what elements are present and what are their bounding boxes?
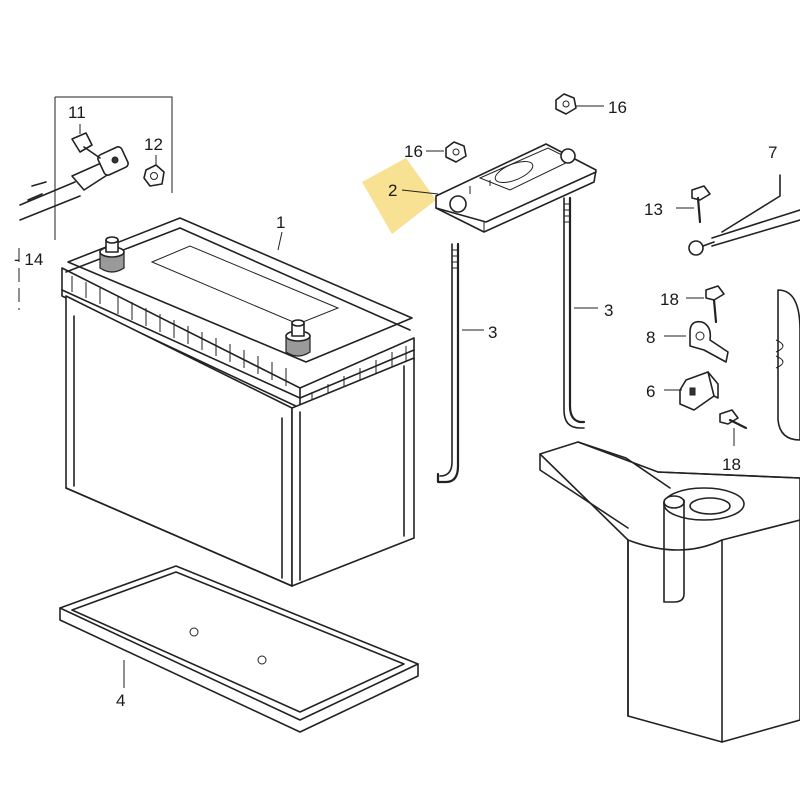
battery-tray <box>59 565 419 733</box>
label-7: 7 <box>768 143 777 162</box>
label-13: 13 <box>644 200 663 219</box>
rod-left <box>436 242 460 484</box>
bolt-11 <box>71 132 101 159</box>
cable-group <box>18 96 173 310</box>
label-3-right: 3 <box>604 301 613 320</box>
nut-12 <box>143 164 165 187</box>
nut-16-top <box>555 93 577 115</box>
label-16-top: 16 <box>608 98 627 117</box>
label-11: 11 <box>68 103 86 122</box>
label-3-left: 3 <box>488 323 497 342</box>
label-4: 4 <box>116 691 125 710</box>
bracket-6 <box>679 371 719 411</box>
label-8: 8 <box>646 328 655 347</box>
bolt-18-lower <box>719 409 748 430</box>
label-18-upper: 18 <box>660 290 679 309</box>
label-14: - 14 <box>14 250 43 269</box>
label-16-plate: 16 <box>404 142 423 161</box>
rod-right <box>563 196 586 429</box>
bolt-18-upper <box>705 285 725 324</box>
battery <box>61 217 415 587</box>
label-18-lower: 18 <box>722 455 741 474</box>
nut-16-plate <box>445 141 467 163</box>
bolt-13 <box>691 185 711 224</box>
highlight-marker <box>362 158 436 234</box>
hold-down-plate <box>435 143 597 233</box>
label-1: 1 <box>276 213 285 232</box>
label-12: 12 <box>144 135 163 154</box>
battery-box <box>539 289 800 743</box>
label-2: 2 <box>388 181 397 200</box>
label-6: 6 <box>646 382 655 401</box>
clamp-8 <box>689 320 729 363</box>
part-7-cable <box>688 174 800 256</box>
